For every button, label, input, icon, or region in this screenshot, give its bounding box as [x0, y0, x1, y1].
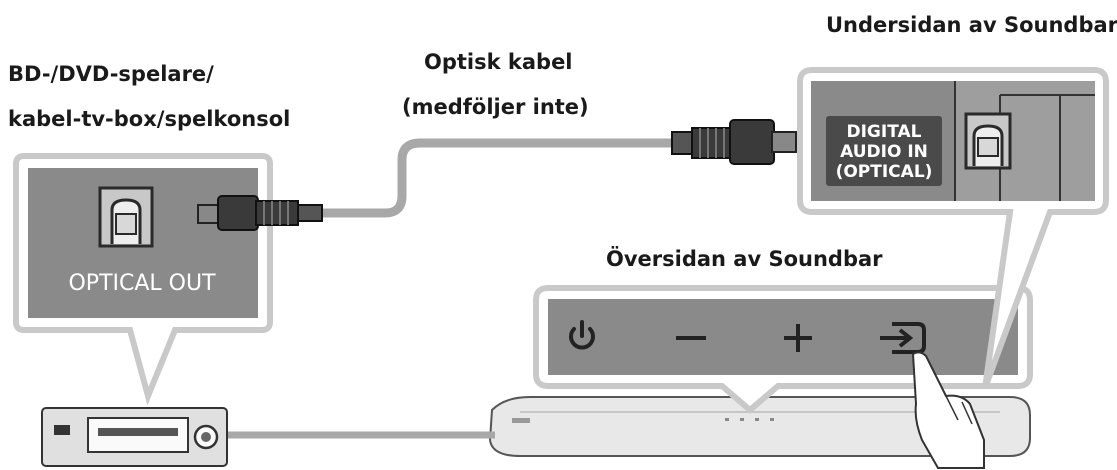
source-device-label-line1: BD-/DVD-spelare/ — [8, 62, 214, 86]
plus-icon[interactable] — [784, 324, 812, 352]
soundbar-bottom-label: Undersidan av Soundbar — [826, 13, 1117, 37]
pointing-hand-icon — [911, 351, 985, 469]
optical-out-port-icon — [98, 186, 154, 248]
cable-label-line2: (medföljer inte) — [402, 95, 589, 119]
optical-cable — [320, 138, 690, 218]
optical-out-label: OPTICAL OUT — [68, 271, 216, 296]
digital-audio-in-port-icon — [964, 112, 1012, 170]
soundbar-top-callout — [533, 285, 1033, 414]
digital-audio-in-label-line3: (OPTICAL) — [836, 162, 933, 182]
soundbar-top-label: Översidan av Soundbar — [606, 247, 883, 271]
cable-label-line1: Optisk kabel — [424, 50, 573, 74]
power-icon[interactable] — [569, 320, 595, 350]
digital-audio-in-label-line2: AUDIO IN — [840, 142, 928, 162]
source-device — [41, 407, 228, 467]
source-device-label-line2: kabel-tv-box/spelkonsol — [8, 107, 291, 131]
optical-plug-right — [671, 119, 797, 165]
digital-audio-in-label-line1: DIGITAL — [847, 122, 922, 142]
digital-audio-in-label-box — [826, 116, 942, 186]
optical-plug-left — [197, 195, 323, 231]
